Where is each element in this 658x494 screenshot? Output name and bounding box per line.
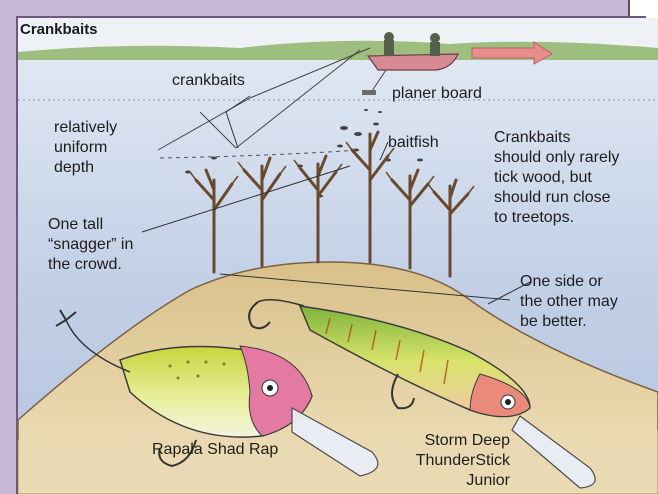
label-one-side: One side or the other may be better. <box>520 272 618 332</box>
label-crankbaits-note: Crankbaits should only rarely tick wood,… <box>494 128 619 228</box>
label-rapala-shad-rap: Rapala Shad Rap <box>152 440 278 460</box>
label-baitfish: baitfish <box>388 133 439 153</box>
diagram-title: Crankbaits <box>20 21 98 38</box>
planer-board <box>362 90 376 95</box>
label-storm-thunderstick: Storm Deep ThunderStick Junior <box>396 431 510 491</box>
label-snagger: One tall “snagger” in the crowd. <box>48 215 133 275</box>
label-planer-board: planer board <box>392 84 482 104</box>
label-relatively-uniform-depth: relatively uniform depth <box>54 118 117 178</box>
label-crankbaits: crankbaits <box>172 71 245 91</box>
